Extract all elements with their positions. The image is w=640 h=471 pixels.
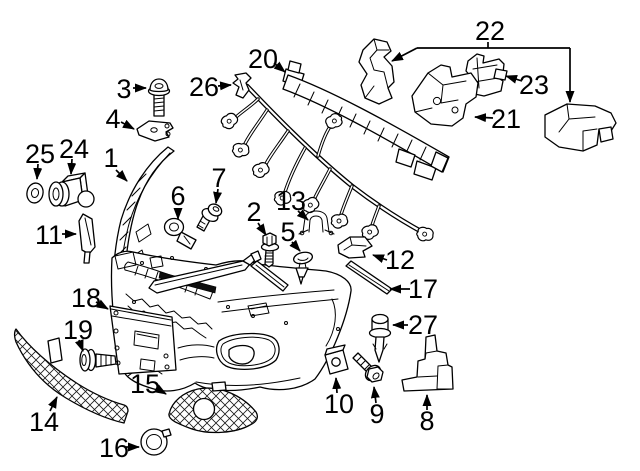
- callout-15[interactable]: 15: [130, 369, 167, 399]
- callout-label-15[interactable]: 15: [130, 369, 160, 399]
- part-screw-19: [79, 348, 117, 372]
- part-impact-bracket-left: [358, 38, 395, 105]
- callout-4[interactable]: 4: [105, 104, 135, 134]
- callout-1[interactable]: 1: [103, 143, 128, 182]
- callout-label-23[interactable]: 23: [519, 70, 549, 100]
- callout-label-8[interactable]: 8: [419, 406, 434, 436]
- callout-20[interactable]: 20: [248, 44, 286, 74]
- part-clip-nut: [324, 344, 349, 375]
- callout-12[interactable]: 12: [372, 245, 415, 275]
- part-foam-block-right: [544, 103, 617, 152]
- part-screw-7: [196, 203, 223, 232]
- callout-label-1[interactable]: 1: [103, 143, 118, 173]
- callout-label-22[interactable]: 22: [475, 16, 505, 46]
- callout-13[interactable]: 13: [276, 186, 309, 221]
- part-wiring-harness: [218, 83, 436, 245]
- callout-label-7[interactable]: 7: [211, 163, 226, 193]
- callout-label-2[interactable]: 2: [246, 197, 261, 227]
- callout-19[interactable]: 19: [63, 315, 93, 352]
- callout-label-19[interactable]: 19: [63, 315, 93, 345]
- part-guide-pin: [368, 313, 392, 363]
- callout-label-13[interactable]: 13: [276, 186, 306, 216]
- callout-8[interactable]: 8: [419, 394, 435, 436]
- callout-label-3[interactable]: 3: [116, 74, 131, 104]
- callout-label-20[interactable]: 20: [248, 44, 278, 74]
- part-screw-9: [352, 352, 384, 383]
- callout-label-12[interactable]: 12: [385, 245, 415, 275]
- callout-label-27[interactable]: 27: [408, 310, 438, 340]
- callout-2[interactable]: 2: [246, 197, 267, 236]
- part-screw-3: [147, 78, 171, 117]
- callout-label-6[interactable]: 6: [170, 181, 185, 211]
- callout-21[interactable]: 21: [474, 104, 521, 134]
- part-retainer-clip: [163, 217, 197, 250]
- callout-label-17[interactable]: 17: [408, 274, 438, 304]
- callout-5[interactable]: 5: [280, 217, 301, 252]
- part-support-bracket: [401, 334, 454, 392]
- callout-23[interactable]: 23: [505, 70, 549, 100]
- callout-11[interactable]: 11: [35, 220, 77, 250]
- part-mount-bracket: [411, 64, 479, 127]
- callout-label-10[interactable]: 10: [324, 389, 354, 419]
- callout-17[interactable]: 17: [389, 274, 438, 304]
- part-parking-sensor: [48, 172, 95, 208]
- callout-22[interactable]: 22: [391, 16, 575, 103]
- callout-14[interactable]: 14: [29, 396, 59, 437]
- part-grommet: [26, 182, 44, 204]
- part-energy-absorber-bar: [282, 60, 450, 181]
- callout-18[interactable]: 18: [71, 283, 109, 313]
- callout-label-5[interactable]: 5: [280, 217, 295, 247]
- callout-label-25[interactable]: 25: [25, 139, 55, 169]
- part-harness-clip: [232, 72, 252, 99]
- part-trim-ring: [140, 428, 172, 456]
- callout-10[interactable]: 10: [324, 377, 354, 419]
- part-mesh-grille: [13, 328, 129, 424]
- callout-25[interactable]: 25: [25, 139, 55, 180]
- part-fog-grille: [168, 381, 258, 434]
- callout-label-24[interactable]: 24: [59, 134, 89, 164]
- callout-layer: 1 2 3 4 5 6 7 8: [25, 16, 575, 463]
- callout-24[interactable]: 24: [59, 134, 89, 175]
- callout-7[interactable]: 7: [211, 163, 227, 204]
- part-blade-bracket: [78, 213, 96, 264]
- part-hex-bolt: [260, 232, 280, 268]
- callout-label-14[interactable]: 14: [29, 407, 59, 437]
- callout-26[interactable]: 26: [189, 72, 232, 102]
- part-corner-bracket: [337, 236, 373, 259]
- callout-label-26[interactable]: 26: [189, 72, 219, 102]
- part-trim-strip-b: [250, 250, 289, 292]
- part-bracket-4: [136, 120, 174, 142]
- callout-label-16[interactable]: 16: [99, 433, 129, 463]
- part-license-plate-bracket: [109, 305, 177, 375]
- callout-27[interactable]: 27: [392, 310, 438, 340]
- callout-label-9[interactable]: 9: [369, 399, 384, 429]
- callout-6[interactable]: 6: [170, 181, 186, 220]
- callout-16[interactable]: 16: [99, 433, 140, 463]
- callout-label-21[interactable]: 21: [491, 104, 521, 134]
- callout-3[interactable]: 3: [116, 74, 147, 104]
- callout-label-11[interactable]: 11: [35, 220, 63, 250]
- callout-label-18[interactable]: 18: [71, 283, 101, 313]
- callout-9[interactable]: 9: [369, 386, 385, 429]
- part-push-clip: [292, 251, 314, 285]
- callout-label-4[interactable]: 4: [105, 104, 120, 134]
